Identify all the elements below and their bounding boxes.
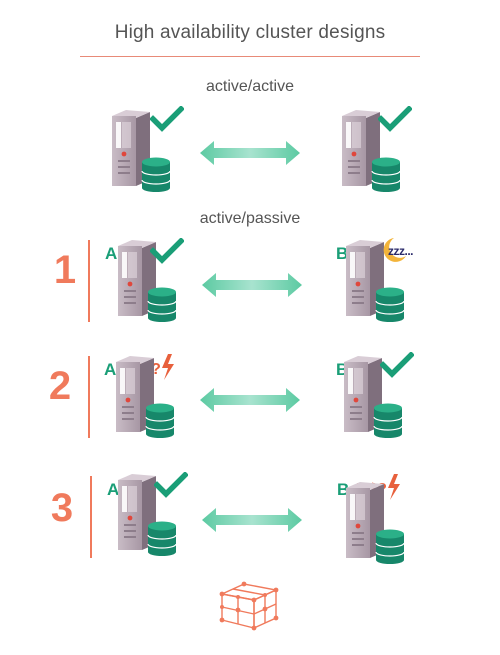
title-divider (80, 56, 420, 57)
bidirectional-arrow-icon (200, 388, 300, 412)
checkmark-icon (378, 106, 412, 132)
node-label-a: A (107, 480, 120, 499)
node-label-b: B (336, 244, 349, 263)
step-divider (90, 476, 92, 558)
sleeping-moon-icon (382, 236, 426, 266)
checkmark-icon (150, 238, 184, 264)
bidirectional-arrow-icon (202, 273, 302, 297)
bidirectional-arrow-icon (202, 508, 302, 532)
node-label-a: A (105, 244, 118, 263)
network-cube-logo (214, 580, 286, 632)
step-divider (88, 240, 90, 322)
checkmark-icon (380, 352, 414, 378)
section-label-active-active: active/active (205, 78, 295, 95)
step-number-2: 2 (48, 364, 72, 408)
server-icon (340, 482, 410, 564)
page-title: High availability cluster designs (114, 22, 386, 43)
sleep-text: zzz... (388, 244, 414, 258)
section-label-active-passive: active/passive (199, 210, 301, 227)
checkmark-icon (150, 106, 184, 132)
step-divider (88, 356, 90, 438)
bidirectional-arrow-icon (200, 141, 300, 165)
node-label-a: A (104, 360, 117, 379)
checkmark-icon (154, 472, 188, 498)
step-number-1: 1 (53, 248, 77, 292)
step-number-3: 3 (50, 486, 74, 530)
server-icon (110, 356, 180, 438)
